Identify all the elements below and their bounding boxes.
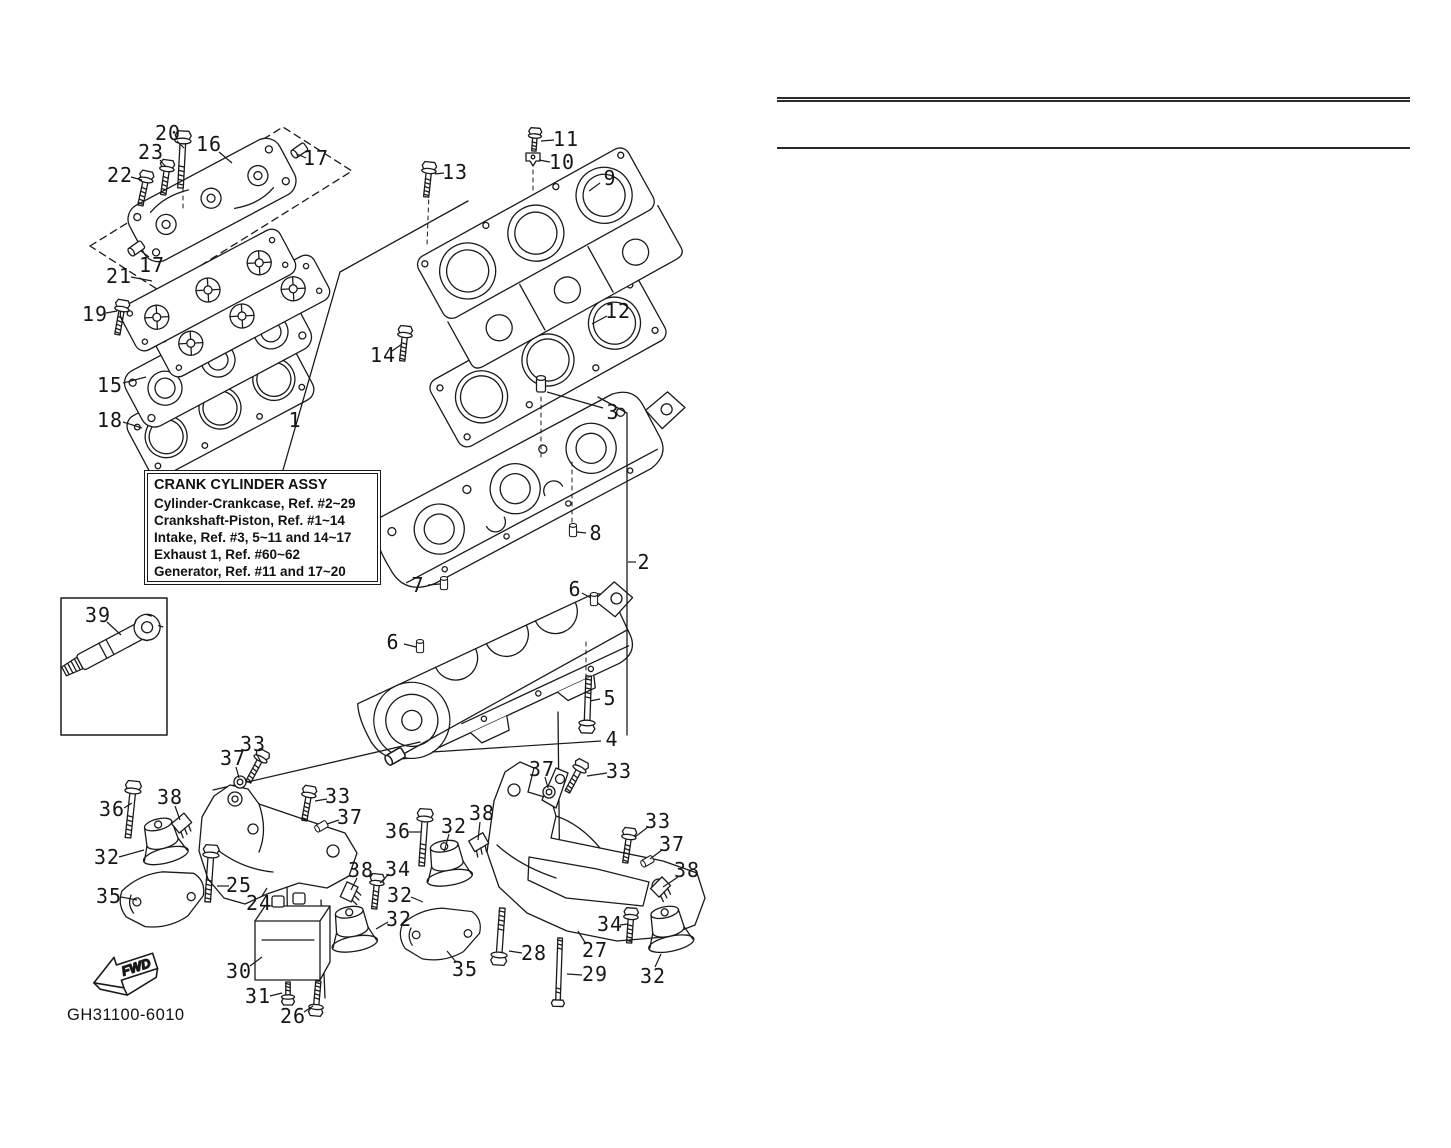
leader-line-33: [586, 772, 608, 777]
leader-line-10: [538, 159, 551, 163]
mount-cover-2: [396, 900, 486, 967]
leader-line-6: [403, 643, 417, 648]
leader-line-27: [577, 930, 587, 945]
leader-line-38: [477, 821, 481, 841]
assembly-info-box: CRANK CYLINDER ASSY Cylinder-Crankcase, …: [144, 470, 381, 585]
leader-line-38: [350, 877, 358, 891]
leader-line-35: [446, 950, 457, 963]
cylinder-block: [416, 147, 683, 369]
info-box-line: Generator, Ref. #11 and 17~20: [154, 564, 346, 580]
leader-line-14: [391, 343, 403, 352]
info-box-line: Intake, Ref. #3, 5~11 and 14~17: [154, 529, 352, 545]
leader-line-35: [120, 896, 138, 901]
leader-line-33: [314, 798, 328, 802]
engine-bracket-right: [486, 761, 706, 942]
leader-line-33: [255, 752, 262, 763]
leader-line-29: [566, 973, 583, 976]
leader-line-11: [540, 139, 555, 142]
leader-line-24: [261, 887, 268, 897]
leader-line-17: [140, 250, 150, 258]
leader-line-4: [431, 740, 602, 753]
leader-line-28: [508, 950, 523, 954]
part-code-label: GH31100-6010: [67, 1006, 185, 1024]
leader-line-16: [218, 151, 233, 164]
leader-line-26: [303, 1005, 314, 1013]
head-cover: [127, 137, 297, 263]
coupler-inset-box: [60, 597, 168, 736]
leader-line-38: [662, 876, 679, 888]
leader-line-13: [434, 172, 445, 175]
crankcase-upper: [373, 391, 686, 588]
leader-line-20: [176, 140, 185, 149]
cylinder-gasket: [429, 272, 667, 448]
leader-line-32: [443, 833, 450, 853]
info-box-line: Cylinder-Crankcase, Ref. #2~29: [154, 495, 356, 511]
leader-line-36: [123, 802, 133, 809]
breather-plate-1: [119, 228, 297, 352]
leader-line-34: [379, 873, 390, 884]
leader-line-18: [122, 421, 143, 429]
leader-line-6: [581, 592, 592, 599]
leader-line-8: [576, 531, 587, 534]
leader-line-12: [591, 315, 608, 325]
leader-line-19: [105, 310, 118, 314]
leader-line-32: [375, 921, 389, 930]
leader-line-37: [649, 849, 663, 860]
leader-line-37: [544, 776, 549, 789]
info-box-title: CRANK CYLINDER ASSY: [154, 477, 328, 493]
header-rule-top: [777, 97, 1410, 102]
leader-line-39: [106, 621, 122, 636]
leader-line-5: [589, 698, 601, 702]
leader-line-23: [159, 159, 167, 168]
leader-line-32: [118, 849, 145, 858]
callout-leader-lines: [105, 139, 679, 1013]
fwd-arrow: FWD: [93, 952, 159, 996]
leader-line-38: [174, 805, 181, 821]
header-rule-bottom: [777, 147, 1410, 149]
leader-line-32: [654, 953, 662, 968]
leader-line-30: [249, 956, 263, 967]
rubber-mount-3: [324, 902, 380, 956]
electrical-box: [254, 892, 331, 981]
leader-line-22: [130, 176, 143, 181]
leader-line-32: [410, 896, 424, 903]
leader-line-15: [122, 376, 147, 384]
leader-line-31: [269, 992, 283, 997]
leader-line-37: [235, 766, 240, 779]
leader-line-21: [130, 276, 153, 282]
leader-line-3: [546, 391, 604, 409]
engine-bracket-left: [198, 784, 358, 905]
leader-line-34: [619, 923, 629, 926]
rubber-mount-2: [419, 836, 475, 890]
leader-line-7: [427, 583, 441, 586]
info-box-line: Crankshaft-Piston, Ref. #1~14: [154, 512, 345, 528]
leader-line-9: [588, 182, 601, 192]
leader-line-33: [634, 826, 649, 838]
info-box-line: Exhaust 1, Ref. #60~62: [154, 547, 300, 563]
leader-line-37: [326, 819, 340, 825]
leader-line-17: [296, 153, 307, 159]
